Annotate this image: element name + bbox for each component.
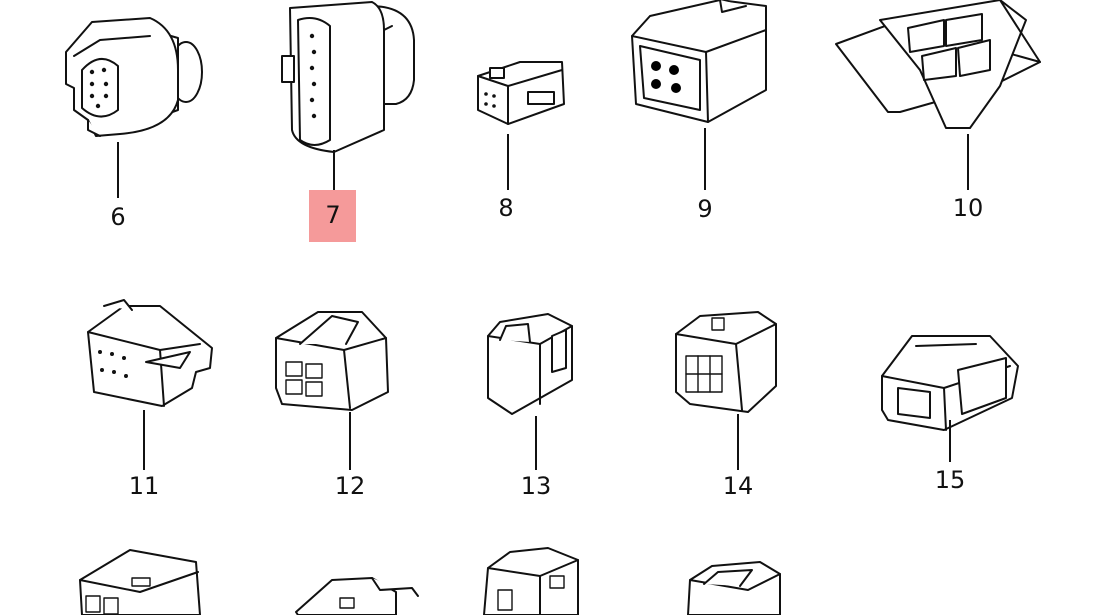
part-15-connector[interactable] (881, 335, 1019, 431)
part-11-connector[interactable] (87, 299, 213, 407)
part-9-connector[interactable] (631, 0, 767, 123)
part-label-13: 13 (521, 472, 552, 500)
part-6-connector[interactable] (65, 17, 203, 137)
bottom-connector-3 (483, 547, 579, 615)
part-label-8: 8 (498, 194, 513, 222)
bottom-connector-1 (79, 549, 201, 615)
part-label-11: 11 (129, 472, 160, 500)
part-label-15: 15 (935, 466, 966, 494)
part-label-10: 10 (953, 194, 984, 222)
part-12-connector[interactable] (275, 311, 389, 411)
part-label-7: 7 (325, 201, 340, 229)
bottom-connector-4 (687, 561, 781, 615)
highlight-box-7 (309, 190, 356, 242)
part-10-relay-carrier[interactable] (835, 0, 1041, 129)
part-13-connector[interactable] (487, 313, 573, 415)
part-label-12: 12 (335, 472, 366, 500)
part-label-14: 14 (723, 472, 754, 500)
part-7-connector[interactable] (281, 1, 415, 153)
bottom-connector-2 (295, 577, 419, 615)
part-8-connector[interactable] (477, 61, 565, 125)
part-label-6: 6 (110, 203, 125, 231)
part-14-connector[interactable] (675, 311, 777, 413)
part-label-9: 9 (697, 195, 712, 223)
